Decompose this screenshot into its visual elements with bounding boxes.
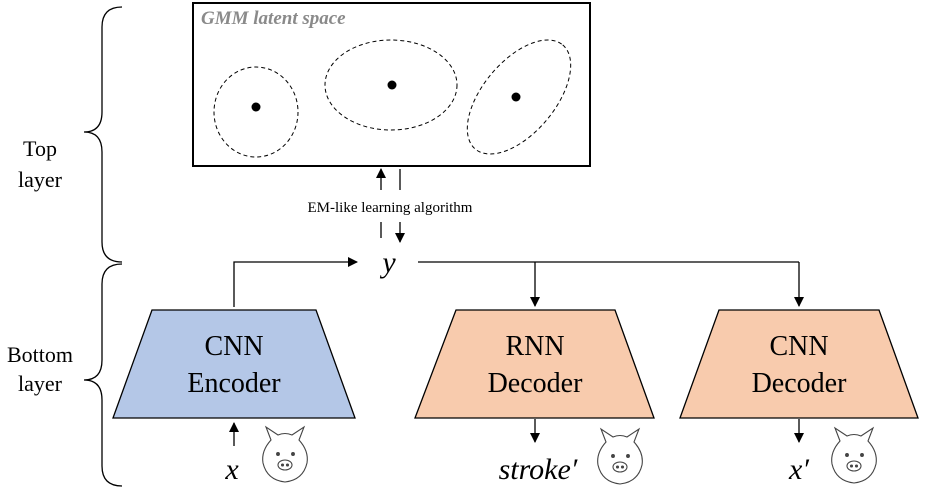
pig-sketch-icon: [597, 427, 643, 485]
cluster-1-center: [251, 102, 261, 112]
top-layer-brace: [83, 6, 123, 263]
gaussian-cluster-2: [324, 39, 458, 131]
output-x-prime-label: x′: [788, 453, 809, 486]
bottom-layer-label-line2: layer: [18, 371, 63, 396]
rnn-decoder-block: [414, 309, 655, 419]
cluster-2-center: [387, 80, 397, 90]
em-learning-label: EM-like learning algorithm: [308, 200, 473, 216]
latent-variable-y: y: [379, 246, 396, 279]
cnn-decoder-block: [679, 309, 919, 419]
bottom-layer-brace: [83, 263, 123, 487]
gaussian-cluster-1: [213, 66, 299, 158]
pig-sketch-icon: [262, 425, 308, 483]
cnn-encoder-label-line1: CNN: [204, 331, 263, 362]
gmm-title: GMM latent space: [201, 8, 346, 29]
top-layer-label-line1: Top: [23, 136, 57, 161]
bottom-layer-label-line1: Bottom: [7, 342, 73, 367]
pig-sketch-icon: [831, 426, 877, 484]
cnn-decoder-label-line1: CNN: [769, 331, 828, 362]
encoder-to-latent-arrow: [233, 257, 358, 307]
cnn-encoder-label-line2: Encoder: [187, 368, 281, 399]
top-layer-label-line2: layer: [18, 167, 63, 192]
cluster-3-center: [511, 92, 521, 102]
cnn-encoder-block: [112, 309, 356, 419]
input-variable-x: x: [224, 453, 239, 486]
rnn-decoder-label-line1: RNN: [505, 331, 564, 362]
output-stroke-label: stroke′: [499, 453, 578, 486]
cnn-decoder-label-line2: Decoder: [752, 368, 848, 399]
rnn-decoder-label-line2: Decoder: [488, 368, 584, 399]
